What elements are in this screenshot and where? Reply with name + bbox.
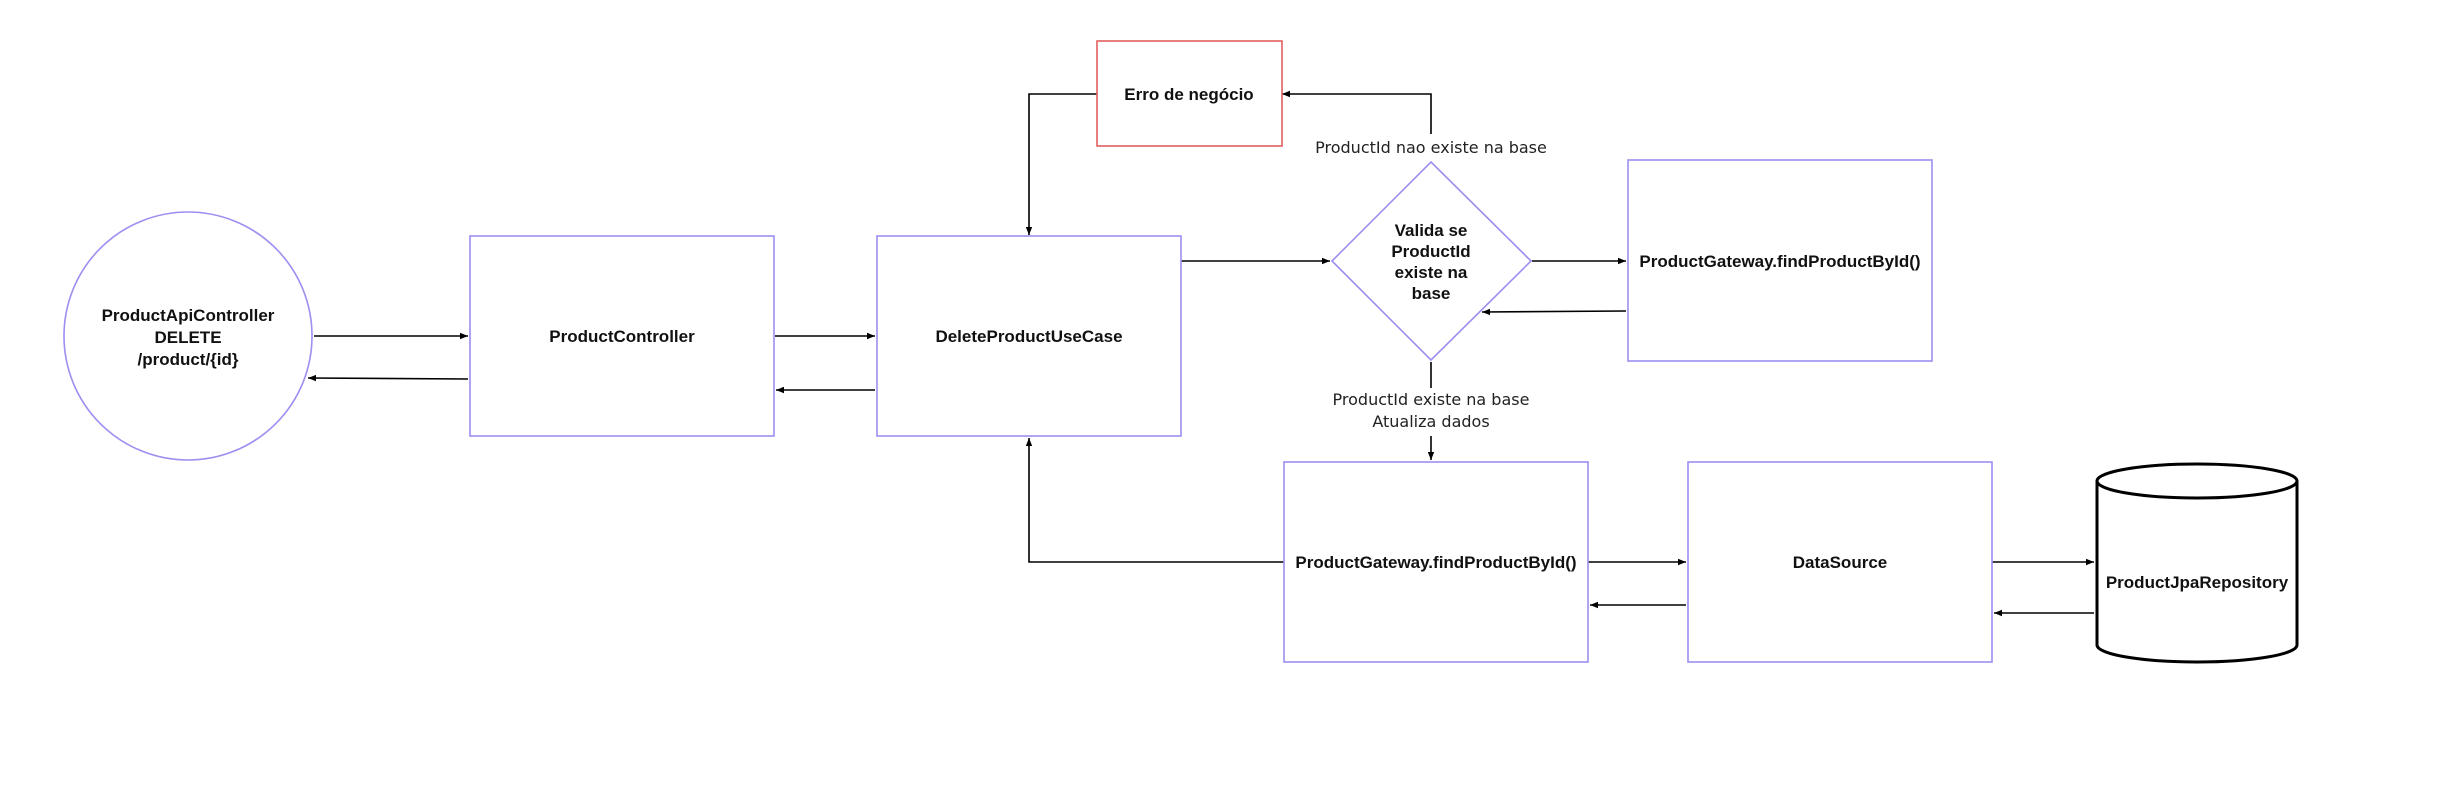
edge-decision-to-error (1282, 90, 1432, 134)
node-gateway-find-top[interactable]: ProductGateway.findProductById() (1627, 159, 1933, 362)
node-api-controller[interactable]: ProductApiController DELETE /product/{id… (63, 211, 313, 461)
node-delete-use-case[interactable]: DeleteProductUseCase (876, 235, 1182, 437)
edge-error-to-usecase (1025, 93, 1097, 235)
jpa-repository-label: ProductJpaRepository (2106, 573, 2289, 592)
edge-gateway-top-to-decision (1481, 308, 1627, 316)
gateway-find-bottom-box (1283, 461, 1589, 663)
product-controller-box (469, 235, 775, 437)
api-controller-circle (63, 211, 313, 461)
node-product-controller[interactable]: ProductController (469, 235, 775, 437)
validation-decision-label-line1: Valida se (1395, 221, 1468, 240)
product-controller-label: ProductController (549, 327, 695, 346)
delete-use-case-label: DeleteProductUseCase (935, 327, 1122, 346)
validation-decision-diamond (1330, 160, 1533, 362)
node-business-error[interactable]: Erro de negócio (1096, 40, 1283, 147)
edge-label-update-data: Atualiza dados (1372, 412, 1489, 431)
edge-labels: ProductId nao existe na base ProductId e… (1315, 138, 1547, 431)
gateway-find-top-box (1627, 159, 1933, 362)
edge-label-exists: ProductId existe na base (1333, 390, 1530, 409)
node-data-source[interactable]: DataSource (1687, 461, 1993, 663)
jpa-repository-cylinder (2095, 462, 2299, 664)
edge-label-not-exists: ProductId nao existe na base (1315, 138, 1547, 157)
api-controller-label-line1: ProductApiController (102, 306, 275, 325)
edge-gateway-bottom-to-usecase (1025, 438, 1284, 563)
data-source-label: DataSource (1793, 553, 1887, 572)
node-validation-decision[interactable]: Valida se ProductId existe na base (1330, 160, 1533, 362)
gateway-find-bottom-label: ProductGateway.findProductById() (1295, 553, 1576, 572)
gateway-find-top-label: ProductGateway.findProductById() (1639, 252, 1920, 271)
business-error-label: Erro de negócio (1124, 85, 1253, 104)
edge-controller-to-api (307, 374, 469, 382)
business-error-box (1096, 40, 1283, 147)
validation-decision-label-line4: base (1412, 284, 1451, 303)
node-gateway-find-bottom[interactable]: ProductGateway.findProductById() (1283, 461, 1589, 663)
delete-use-case-box (876, 235, 1182, 437)
validation-decision-label-line3: existe na (1395, 263, 1468, 282)
api-controller-label-line3: /product/{id} (137, 350, 238, 369)
data-source-box (1687, 461, 1993, 663)
node-jpa-repository[interactable]: ProductJpaRepository (2095, 462, 2299, 664)
validation-decision-label-line2: ProductId (1391, 242, 1470, 261)
edges (307, 90, 2094, 617)
api-controller-label-line2: DELETE (154, 328, 221, 347)
